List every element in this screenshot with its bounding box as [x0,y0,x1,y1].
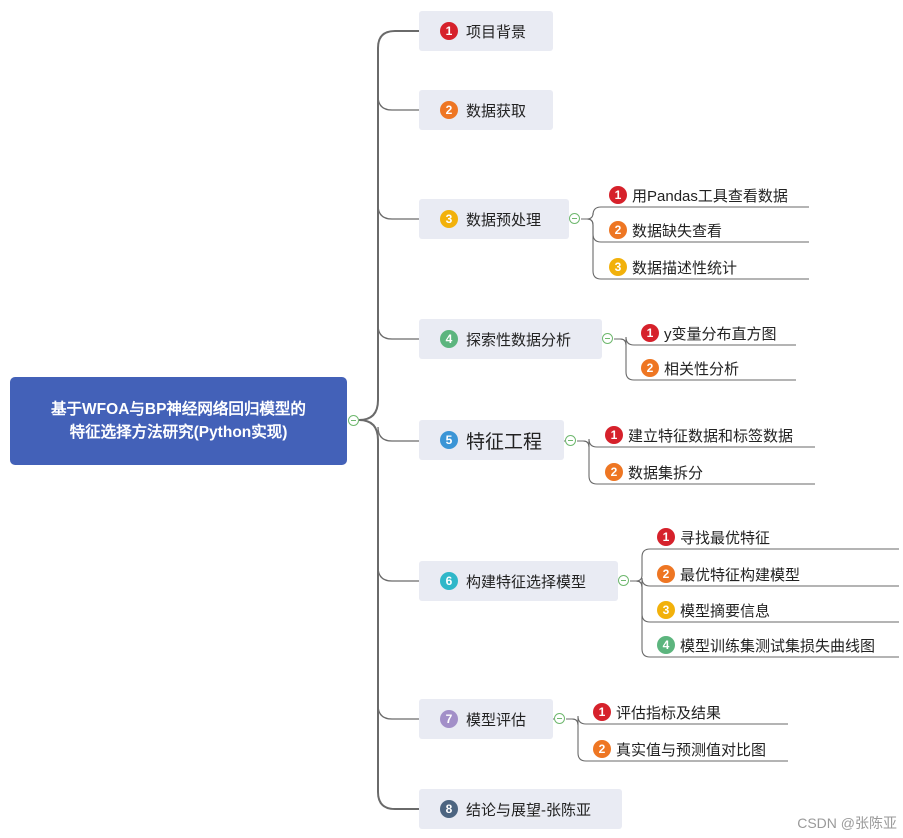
subtopic-label: 建立特征数据和标签数据 [628,427,794,445]
root-title-line-2: 特征选择方法研究(Python实现) [69,424,288,441]
subtopic-label: 模型训练集测试集损失曲线图 [680,637,876,655]
trunk-top [358,30,419,421]
root-topic[interactable]: 基于WFOA与BP神经网络回归模型的 特征选择方法研究(Python实现) [10,377,347,465]
number-badge-icon: 1 [605,426,623,444]
branch-topic-label: 项目背景 [466,23,527,41]
subtopic-6-2[interactable]: 2 最优特征构建模型 [657,562,800,586]
subtopic-label: 模型摘要信息 [680,602,771,620]
number-badge-icon: 7 [440,710,458,728]
number-badge-icon: 2 [440,101,458,119]
branch-connector-3 [377,204,419,220]
subtopic-label: 数据描述性统计 [632,259,738,277]
number-badge-icon: 5 [440,431,458,449]
subtopic-label: 数据集拆分 [628,464,704,482]
subtopic-3-2[interactable]: 2 数据缺失查看 [609,218,722,242]
subtopic-label: 评估指标及结果 [616,704,722,722]
branch-topic-5[interactable]: 5 特征工程 [419,420,564,460]
subtopic-7-1[interactable]: 1 评估指标及结果 [593,700,721,724]
subtopic-6-1[interactable]: 1 寻找最优特征 [657,525,770,549]
number-badge-icon: 3 [609,258,627,276]
number-badge-icon: 1 [609,186,627,204]
branch-topic-2[interactable]: 2 数据获取 [419,90,553,130]
number-badge-icon: 1 [440,22,458,40]
root-title-line-1: 基于WFOA与BP神经网络回归模型的 [51,401,306,418]
number-badge-icon: 1 [657,528,675,546]
branch-topic-label: 特征工程 [466,431,543,453]
branch-topic-label: 数据获取 [466,102,527,120]
leaf-connector-7-2 [566,718,788,762]
leaf-connector-5-2 [577,440,815,485]
branch-topic-3[interactable]: 3 数据预处理 [419,199,569,239]
root-collapse-toggle[interactable] [348,415,359,426]
subtopic-6-3[interactable]: 3 模型摘要信息 [657,598,770,622]
subtopic-4-1[interactable]: 1 y变量分布直方图 [641,321,777,345]
subtopic-label: 数据缺失查看 [632,222,723,240]
subtopic-label: 用Pandas工具查看数据 [632,187,788,205]
branch-collapse-toggle-7[interactable] [554,713,565,724]
trunk-bottom [358,419,419,810]
branch-topic-7[interactable]: 7 模型评估 [419,699,553,739]
branch-connector-7 [377,704,419,720]
branch-topic-label: 构建特征选择模型 [466,573,587,591]
subtopic-4-2[interactable]: 2 相关性分析 [641,356,739,380]
number-badge-icon: 2 [641,359,659,377]
branch-topic-label: 结论与展望-张陈亚 [466,801,591,819]
branch-topic-4[interactable]: 4 探索性数据分析 [419,319,602,359]
number-badge-icon: 3 [440,210,458,228]
branch-topic-6[interactable]: 6 构建特征选择模型 [419,561,618,601]
branch-topic-label: 模型评估 [466,711,527,729]
leaf-connector-3-3 [581,218,809,280]
number-badge-icon: 2 [657,565,675,583]
branch-topic-label: 探索性数据分析 [466,331,572,349]
branch-topic-1[interactable]: 1 项目背景 [419,11,553,51]
number-badge-icon: 2 [605,463,623,481]
leaf-connector-4-2 [614,338,796,381]
subtopic-label: 寻找最优特征 [680,529,771,547]
number-badge-icon: 1 [593,703,611,721]
number-badge-icon: 4 [440,330,458,348]
branch-connector-2 [377,95,419,111]
branch-collapse-toggle-5[interactable] [565,435,576,446]
branch-connector-5 [377,426,419,442]
subtopic-6-4[interactable]: 4 模型训练集测试集损失曲线图 [657,633,875,657]
branch-topic-8[interactable]: 8 结论与展望-张陈亚 [419,789,622,829]
subtopic-5-1[interactable]: 1 建立特征数据和标签数据 [605,423,793,447]
branch-collapse-toggle-4[interactable] [602,333,613,344]
number-badge-icon: 8 [440,800,458,818]
branch-collapse-toggle-6[interactable] [618,575,629,586]
number-badge-icon: 2 [609,221,627,239]
subtopic-label: y变量分布直方图 [664,325,777,343]
subtopic-7-2[interactable]: 2 真实值与预测值对比图 [593,737,766,761]
watermark: CSDN @张陈亚 [797,815,897,831]
subtopic-label: 最优特征构建模型 [680,566,801,584]
branch-connector-6 [377,566,419,582]
number-badge-icon: 6 [440,572,458,590]
number-badge-icon: 4 [657,636,675,654]
subtopic-label: 真实值与预测值对比图 [616,741,767,759]
leaf-connector-6-4 [630,580,899,658]
branch-topic-label: 数据预处理 [466,211,542,229]
subtopic-3-1[interactable]: 1 用Pandas工具查看数据 [609,183,788,207]
number-badge-icon: 3 [657,601,675,619]
branch-collapse-toggle-3[interactable] [569,213,580,224]
number-badge-icon: 2 [593,740,611,758]
leaf-connector-3-1 [581,206,809,220]
subtopic-label: 相关性分析 [664,360,740,378]
subtopic-5-2[interactable]: 2 数据集拆分 [605,460,703,484]
branch-connector-4 [377,324,419,340]
number-badge-icon: 1 [641,324,659,342]
subtopic-3-3[interactable]: 3 数据描述性统计 [609,255,737,279]
leaf-connector-6-1 [630,548,899,582]
